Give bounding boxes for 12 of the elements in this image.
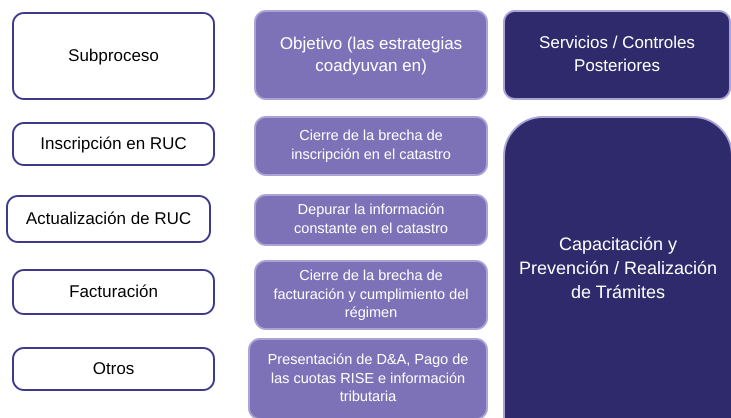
subprocess-box: Inscripción en RUC	[12, 122, 215, 166]
subprocess-box: Otros	[12, 347, 215, 391]
subprocess-box: Subproceso	[12, 12, 215, 100]
objective-box: Objetivo (las estrategias coadyuvan en)	[254, 10, 488, 100]
objective-box: Cierre de la brecha de inscripción en el catastro	[254, 116, 488, 176]
objective-box: Presentación de D&A, Pago de las cuotas RISE e información tributaria	[248, 338, 488, 418]
subprocess-box: Actualización de RUC	[6, 195, 211, 243]
subprocess-box: Facturación	[12, 269, 215, 315]
service-box: Capacitación y Prevención / Realización de Trámites	[503, 116, 731, 418]
objective-box: Depurar la información constante en el catastro	[254, 194, 488, 246]
objective-box: Cierre de la brecha de facturación y cumplimiento del régimen	[254, 260, 488, 330]
service-box: Servicios / Controles Posteriores	[503, 10, 731, 100]
